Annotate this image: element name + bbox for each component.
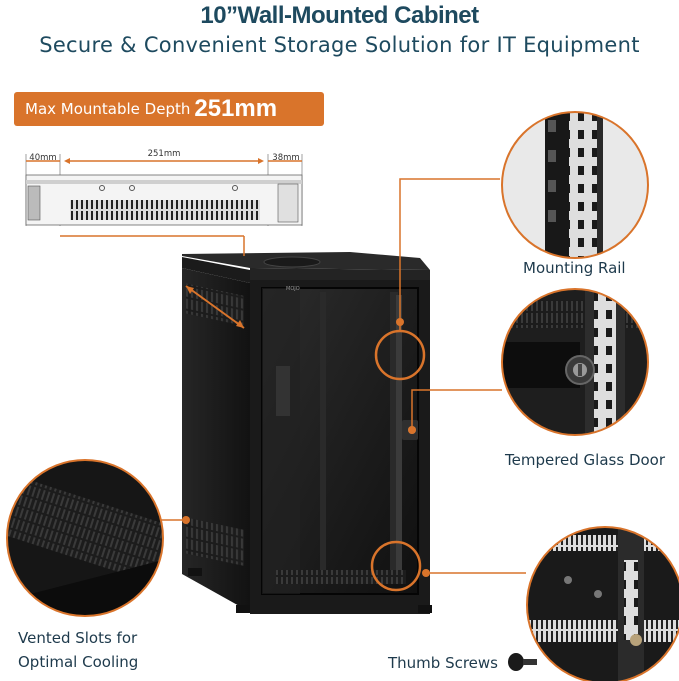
dim-left-label: 40mm — [29, 153, 56, 163]
dim-center-label: 251mm — [148, 149, 181, 159]
callout-dots — [182, 318, 430, 577]
callout-glass-door: Tempered Glass Door — [505, 451, 666, 469]
side-depth-arrow — [60, 235, 245, 329]
glass-door-zoom — [501, 288, 649, 436]
callout-vented-slots-line1: Vented Slots for — [18, 629, 138, 647]
cabinet-logo: MOJO — [286, 286, 300, 292]
callout-thumb-screws: Thumb Screws — [388, 654, 498, 672]
vented-slots-zoom — [6, 459, 164, 617]
page-title: 10”Wall-Mounted Cabinet — [200, 2, 479, 29]
screw-highlight — [370, 540, 422, 592]
max-depth-banner: Max Mountable Depth 251mm — [14, 92, 324, 126]
callout-mounting-rail: Mounting Rail — [523, 259, 626, 277]
thumb-screw-icon — [508, 653, 537, 671]
depth-diagram — [25, 154, 303, 226]
thumb-screws-zoom — [526, 526, 679, 681]
max-depth-value: 251mm — [194, 95, 278, 122]
cabinet — [182, 252, 432, 614]
mounting-rail-zoom — [501, 111, 649, 259]
dim-right-label: 38mm — [272, 153, 299, 163]
callout-vented-slots-line2: Optimal Cooling — [18, 653, 139, 671]
page-subtitle: Secure & Convenient Storage Solution for… — [39, 33, 640, 57]
max-depth-label: Max Mountable Depth — [25, 100, 191, 118]
